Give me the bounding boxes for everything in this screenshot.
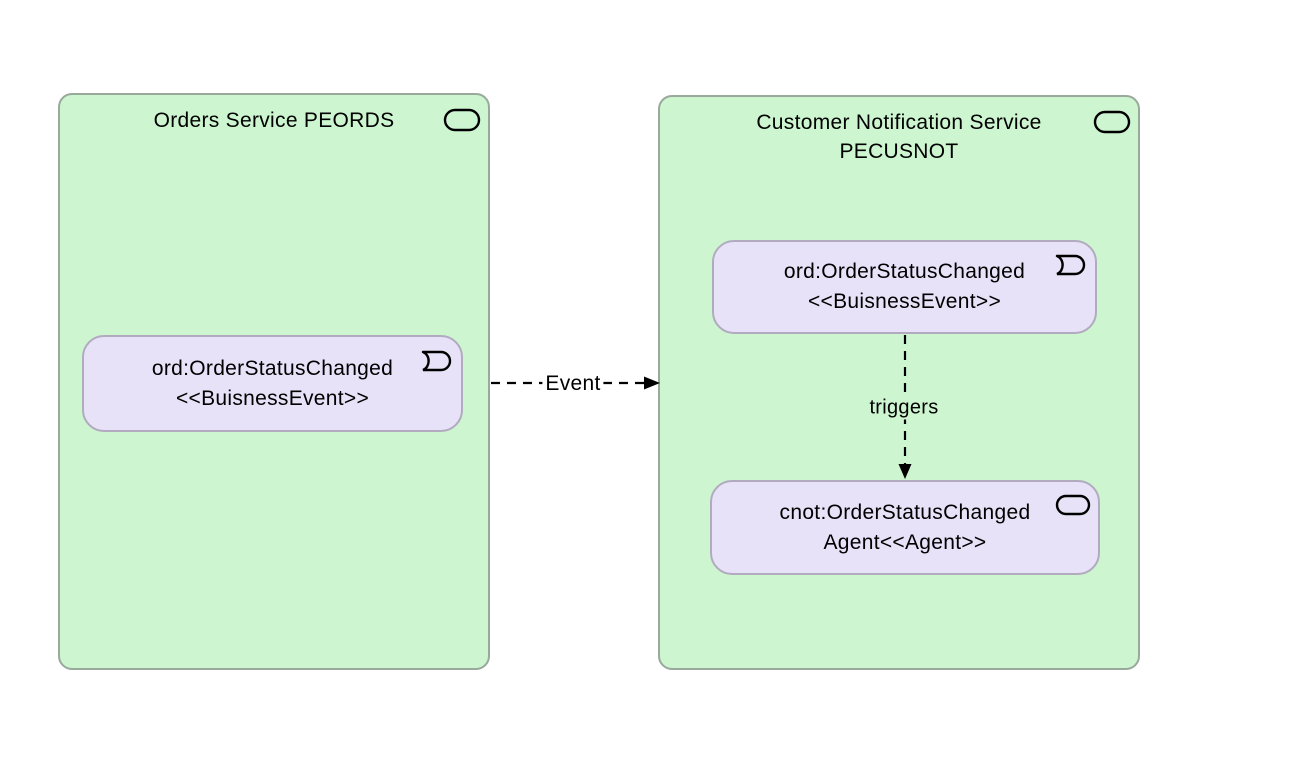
- node-stereotype: <<BuisnessEvent>>: [175, 386, 370, 410]
- container-title-customer-notification-service: Customer Notification Service PECUSNOT: [660, 108, 1138, 166]
- node-ord-orderstatuschanged-left: ord:OrderStatusChanged <<BuisnessEvent>>: [82, 335, 463, 432]
- node-text: cnot:OrderStatusChanged Agent<<Agent>>: [712, 482, 1098, 573]
- component-pill-icon: [1093, 110, 1131, 134]
- event-icon: [421, 350, 452, 372]
- container-title-line: PECUSNOT: [839, 140, 959, 163]
- node-name: cnot:OrderStatusChanged: [779, 500, 1031, 524]
- edge-label-triggers: triggers: [864, 396, 944, 420]
- node-text: ord:OrderStatusChanged <<BuisnessEvent>>: [84, 337, 461, 430]
- node-stereotype: Agent<<Agent>>: [823, 530, 987, 554]
- container-title-line: Customer Notification Service: [756, 111, 1042, 134]
- container-title-line: Orders Service PEORDS: [153, 109, 395, 132]
- node-name: ord:OrderStatusChanged: [151, 356, 394, 380]
- container-title-orders-service: Orders Service PEORDS: [60, 106, 488, 135]
- component-pill-icon: [443, 108, 481, 132]
- node-name: ord:OrderStatusChanged: [783, 260, 1026, 283]
- container-customer-notification-service: Customer Notification Service PECUSNOT: [658, 95, 1140, 670]
- edge-label-event: Event: [542, 372, 604, 396]
- event-icon: [1055, 254, 1086, 276]
- node-ord-orderstatuschanged-right: ord:OrderStatusChanged <<BuisnessEvent>>: [712, 240, 1097, 334]
- node-text: ord:OrderStatusChanged <<BuisnessEvent>>: [714, 242, 1095, 332]
- node-stereotype: <<BuisnessEvent>>: [807, 290, 1002, 313]
- agent-pill-icon: [1055, 494, 1091, 516]
- node-cnot-orderstatuschanged-agent: cnot:OrderStatusChanged Agent<<Agent>>: [710, 480, 1100, 575]
